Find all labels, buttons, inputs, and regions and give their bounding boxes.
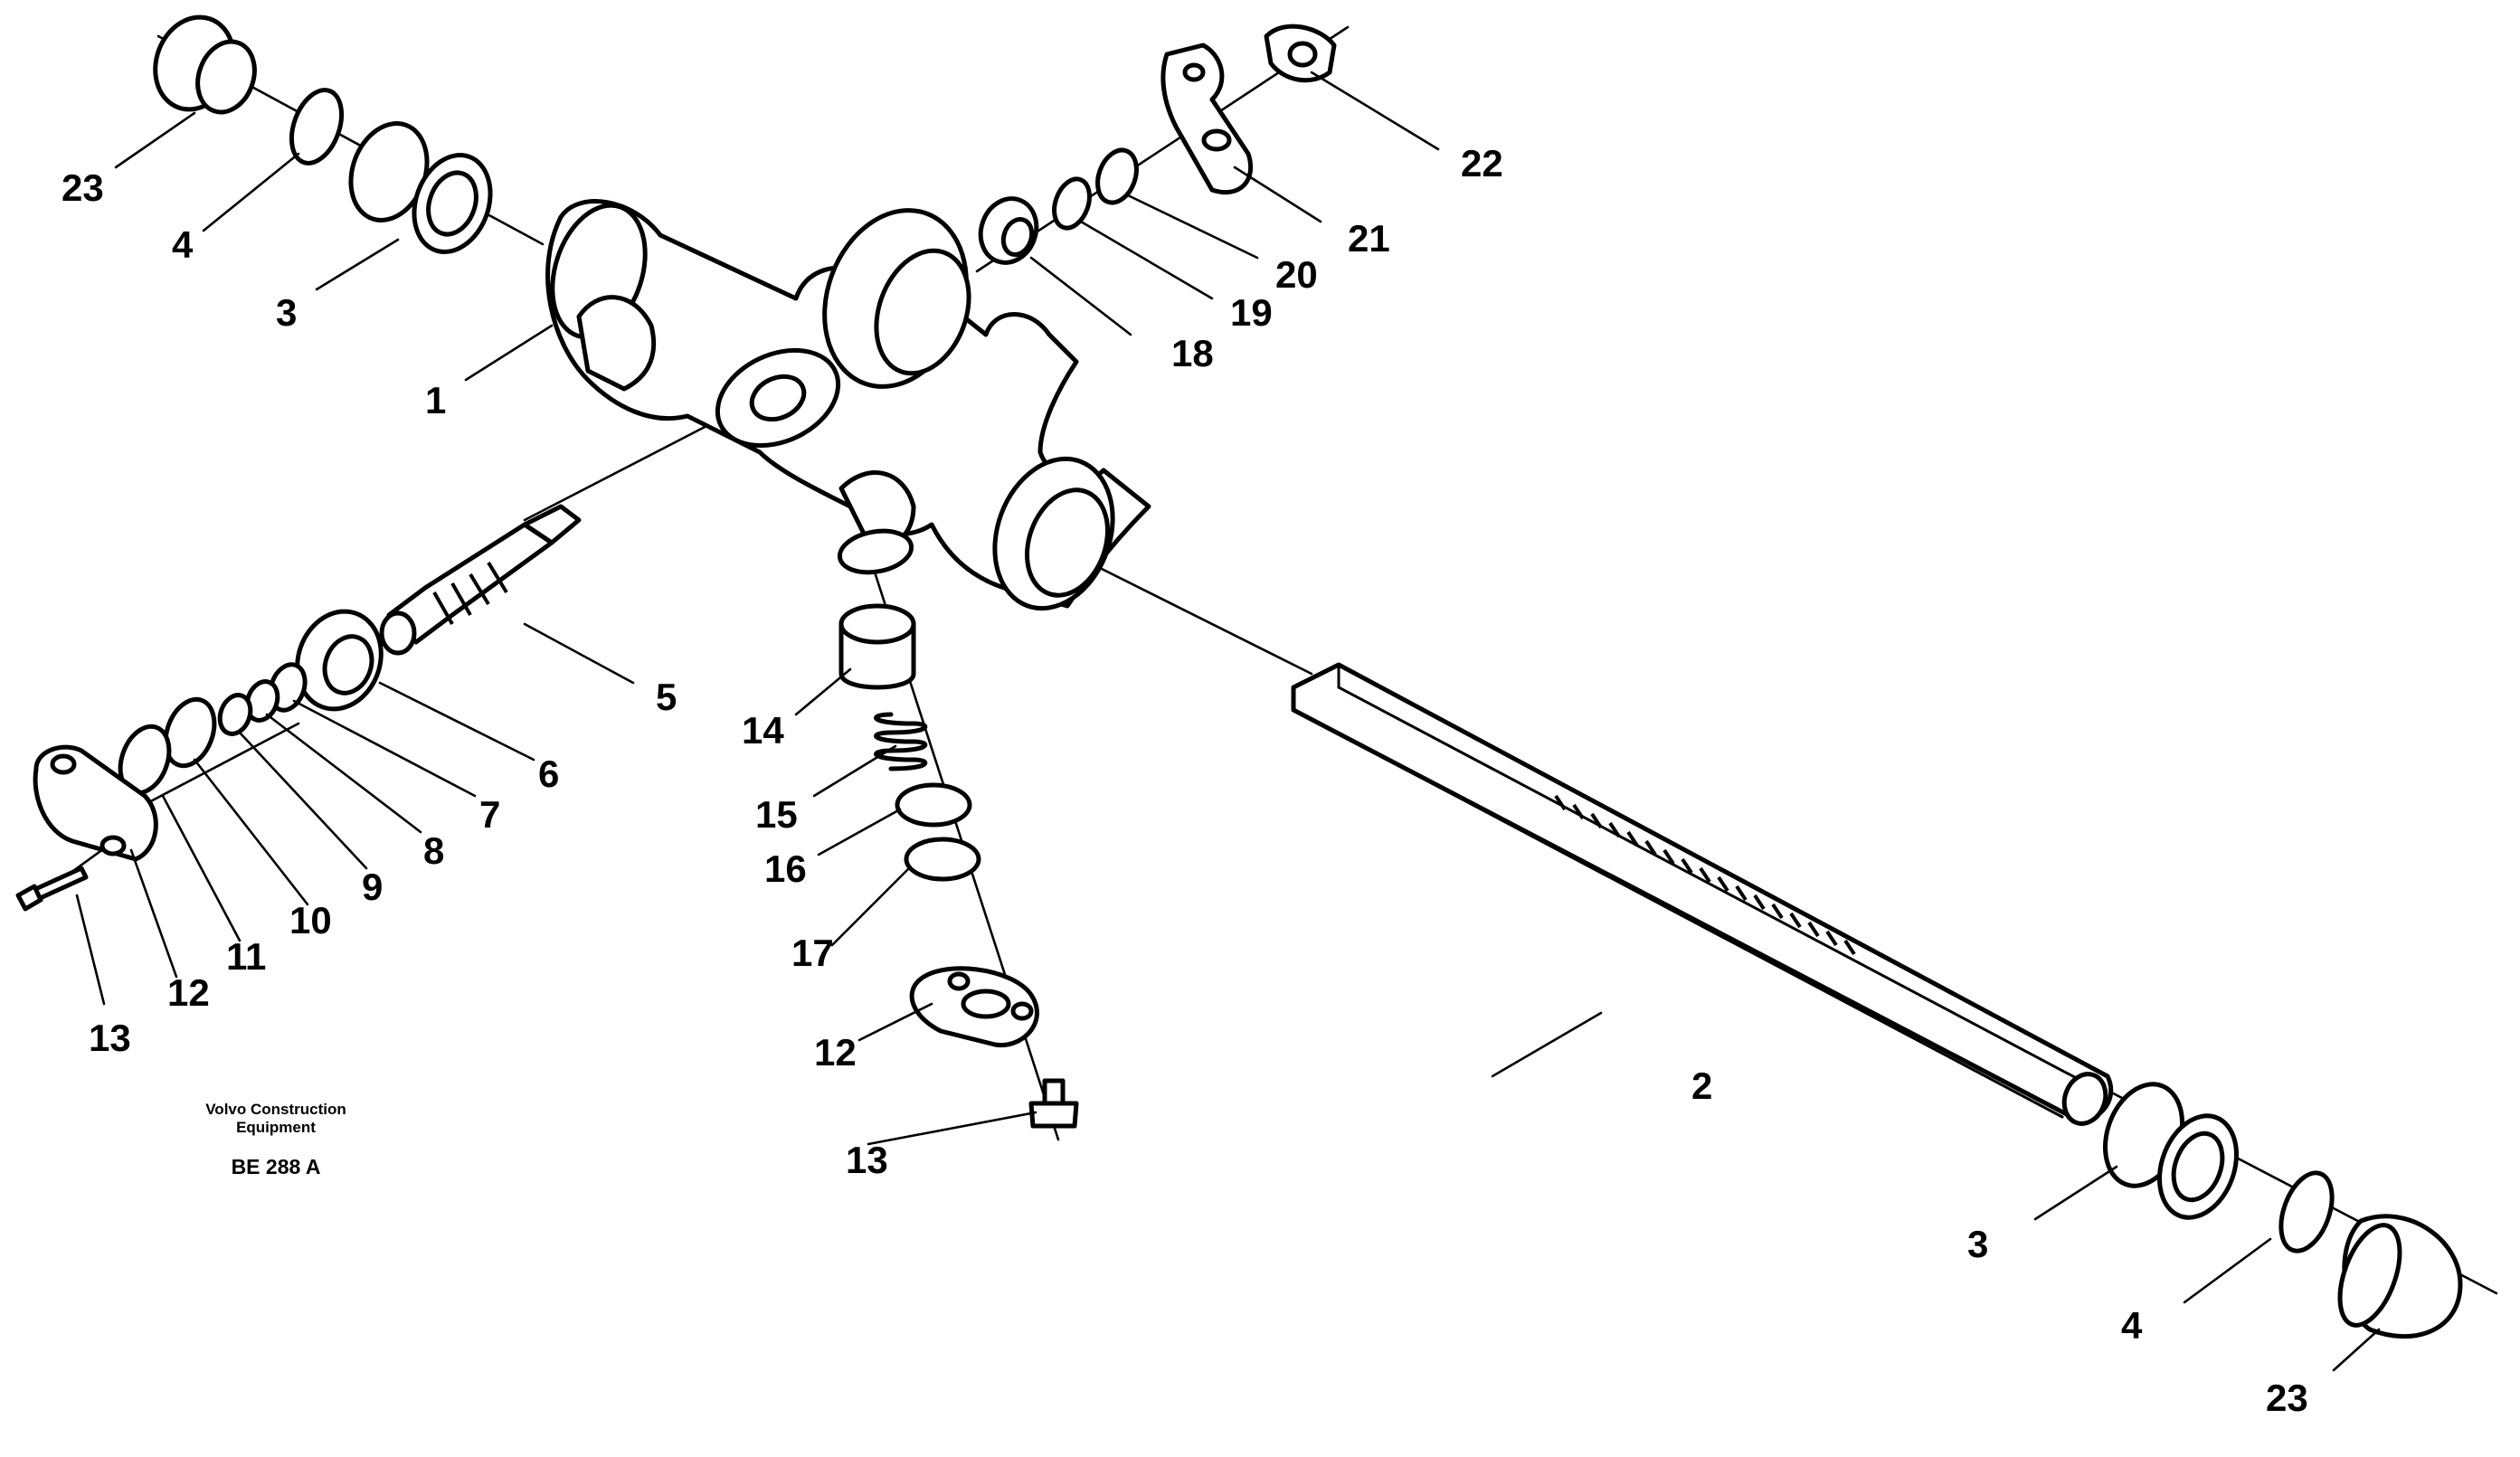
- label-14: 14: [742, 709, 784, 752]
- bushing-top-left: [348, 121, 493, 254]
- label-2: 2: [1691, 1064, 1712, 1107]
- label-19: 19: [1230, 291, 1273, 334]
- bearing: [295, 609, 384, 712]
- bracket-21: [1161, 43, 1254, 195]
- nut-8: [244, 679, 280, 723]
- company-line-2: Equipment: [236, 1119, 316, 1136]
- end-cap-top-left: [153, 14, 257, 115]
- retaining-ring-bottom-right: [2278, 1170, 2335, 1254]
- label-12-center: 12: [814, 1031, 857, 1074]
- label-6: 6: [538, 752, 559, 795]
- label-8: 8: [423, 829, 444, 872]
- label-12-left: 12: [167, 971, 210, 1014]
- part-number-labels: 23 4 3 1 2 3 4 23 5 6 7 8 9 10 11 12 13 …: [62, 142, 2308, 1419]
- label-18: 18: [1171, 332, 1214, 374]
- label-21: 21: [1348, 217, 1390, 260]
- label-23-bottom: 23: [2266, 1377, 2308, 1419]
- washer-9: [217, 693, 253, 736]
- cover-plate-left: [33, 744, 158, 862]
- seal-18: [978, 196, 1039, 265]
- steering-rack: [1291, 662, 2114, 1126]
- label-13-center: 13: [846, 1139, 888, 1181]
- bushing-bottom-right: [2102, 1082, 2240, 1220]
- label-17: 17: [791, 932, 834, 974]
- washer-20: [1095, 147, 1139, 205]
- label-13-left: 13: [89, 1017, 131, 1059]
- ring-19: [1052, 176, 1092, 231]
- label-3-top: 3: [276, 291, 297, 334]
- label-16: 16: [764, 847, 807, 890]
- o-ring-16: [895, 782, 972, 828]
- label-5: 5: [656, 676, 677, 718]
- label-11: 11: [226, 935, 266, 978]
- cover-plate-center: [909, 966, 1039, 1048]
- label-9: 9: [362, 866, 383, 908]
- label-23-top: 23: [62, 166, 104, 209]
- company-line-1: Volvo Construction: [205, 1101, 346, 1118]
- drawing-code: BE 288 A: [232, 1155, 321, 1178]
- pressure-pad: [838, 603, 916, 690]
- label-3-bottom: 3: [1967, 1223, 1988, 1265]
- o-ring-17: [904, 837, 981, 882]
- rack-teeth: [1554, 794, 1856, 956]
- label-4-top: 4: [172, 223, 194, 266]
- end-cap-bottom-right: [2337, 1214, 2463, 1339]
- label-10: 10: [289, 899, 332, 941]
- label-7: 7: [479, 793, 500, 836]
- pinion-shaft: [379, 504, 582, 656]
- label-15: 15: [755, 793, 798, 836]
- screw-13-center: [1028, 1078, 1079, 1129]
- label-1: 1: [425, 379, 446, 421]
- label-22: 22: [1461, 142, 1503, 184]
- spring: [874, 712, 928, 771]
- label-4-bottom: 4: [2121, 1304, 2143, 1347]
- nut-22: [1264, 24, 1337, 83]
- retaining-ring-top-left: [289, 88, 345, 166]
- screw-13-left: [15, 866, 89, 912]
- o-ring-10: [163, 696, 217, 769]
- drawing-footer: Volvo Construction Equipment BE 288 A: [205, 1101, 346, 1178]
- label-20: 20: [1275, 253, 1318, 296]
- leader-lines: [75, 71, 2381, 1372]
- steering-housing: [545, 199, 1151, 611]
